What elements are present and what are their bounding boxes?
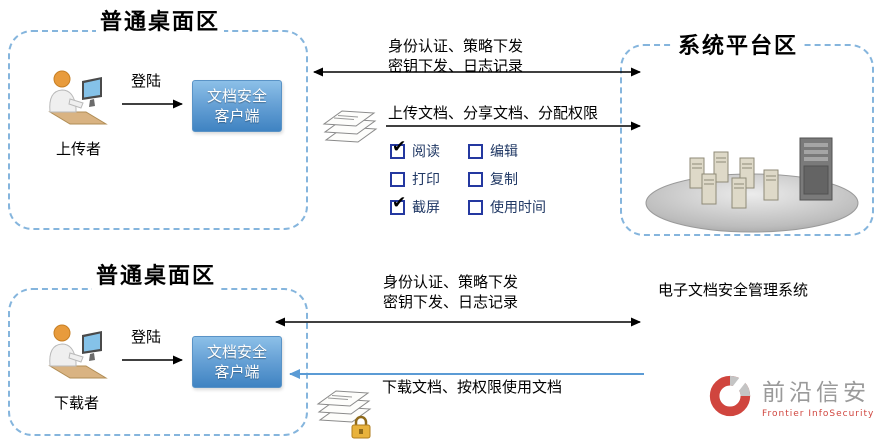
permission-label-screenshot: 截屏 bbox=[412, 200, 440, 216]
client-label-line1: 文档安全 bbox=[206, 86, 267, 105]
downloader-person-icon bbox=[48, 324, 108, 379]
checkbox-screenshot bbox=[390, 193, 406, 215]
system-name-label: 电子文档安全管理系统 bbox=[658, 281, 809, 299]
auth-bottom-line1: 身份认证、策略下发 bbox=[383, 273, 519, 291]
zone-title-platform: 系统平台区 bbox=[674, 28, 803, 60]
login-label-upload: 登陆 bbox=[131, 72, 162, 90]
checkbox-copy bbox=[468, 171, 483, 187]
lock-icon bbox=[351, 415, 371, 439]
logo: 前沿信安 Frontier InfoSecurity bbox=[706, 372, 874, 420]
logo-name: 前沿信安 bbox=[762, 380, 870, 406]
client-label-line2: 客户端 bbox=[214, 107, 260, 125]
auth-bottom-label: 身份认证、策略下发 密钥下发、日志记录 bbox=[383, 272, 518, 312]
client-box-download: 文档安全 客户端 bbox=[192, 336, 282, 388]
client-label-line1: 文档安全 bbox=[206, 342, 267, 361]
checkbox-print bbox=[390, 171, 405, 187]
login-label-download: 登陆 bbox=[131, 328, 162, 346]
permission-column-2: 编辑 复制 使用时间 bbox=[468, 143, 546, 216]
permission-label-print: 打印 bbox=[412, 172, 440, 188]
checkbox-edit bbox=[468, 143, 483, 159]
permission-item-print: 打印 bbox=[390, 171, 440, 188]
auth-top-label: 身份认证、策略下发 密钥下发、日志记录 bbox=[388, 36, 523, 76]
uploader-person-icon bbox=[48, 70, 108, 125]
logo-subtitle: Frontier InfoSecurity bbox=[762, 409, 875, 419]
download-docs-label: 下载文档、按权限使用文档 bbox=[382, 378, 563, 396]
auth-top-line2: 密钥下发、日志记录 bbox=[388, 57, 524, 75]
permission-item-screenshot: 截屏 bbox=[390, 193, 440, 216]
uploader-label: 上传者 bbox=[56, 140, 102, 158]
zone-title-desktop-download: 普通桌面区 bbox=[92, 258, 221, 290]
permission-item-usage-time: 使用时间 bbox=[468, 199, 546, 216]
auth-top-line1: 身份认证、策略下发 bbox=[388, 37, 524, 55]
logo-icon bbox=[709, 372, 752, 417]
permission-label-copy: 复制 bbox=[490, 172, 518, 188]
permission-item-read: 阅读 bbox=[390, 137, 440, 160]
permission-column-1: 阅读 打印 截屏 bbox=[390, 137, 440, 216]
logo-text: 前沿信安 Frontier InfoSecurity bbox=[762, 373, 874, 419]
checkbox-read bbox=[390, 137, 406, 159]
documents-icon bbox=[322, 110, 378, 143]
documents-lock-icon bbox=[316, 390, 372, 439]
auth-bottom-line2: 密钥下发、日志记录 bbox=[383, 293, 519, 311]
zone-title-desktop-upload: 普通桌面区 bbox=[96, 4, 225, 36]
permission-item-edit: 编辑 bbox=[468, 143, 546, 160]
downloader-label: 下载者 bbox=[54, 394, 100, 412]
permission-item-copy: 复制 bbox=[468, 171, 546, 188]
checkbox-usage-time bbox=[468, 199, 483, 215]
client-box-upload: 文档安全 客户端 bbox=[192, 80, 282, 132]
permission-label-usage-time: 使用时间 bbox=[490, 200, 546, 216]
client-label-line2: 客户端 bbox=[214, 363, 260, 381]
permission-label-edit: 编辑 bbox=[490, 144, 518, 160]
permission-label-read: 阅读 bbox=[412, 144, 440, 160]
server-cluster-icon bbox=[645, 137, 859, 233]
upload-docs-label: 上传文档、分享文档、分配权限 bbox=[388, 104, 599, 122]
